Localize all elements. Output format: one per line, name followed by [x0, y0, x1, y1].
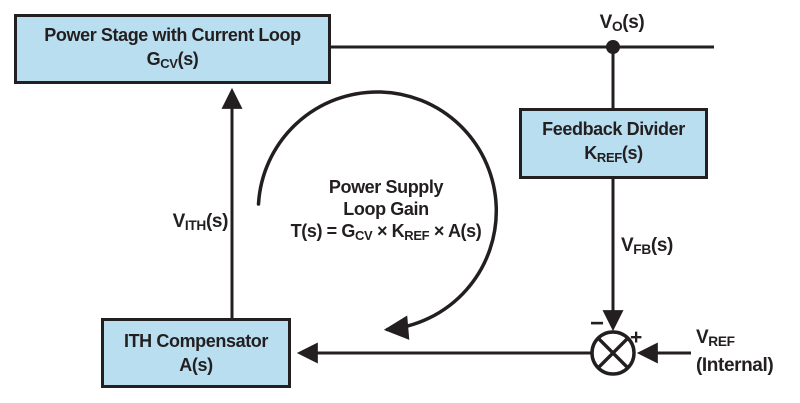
ith-compensator-symbol: A(s) — [179, 355, 213, 375]
plus-sign: + — [630, 326, 643, 349]
vref-symbol: VREF — [696, 327, 735, 349]
feedback-divider-title: Feedback Divider — [542, 119, 685, 140]
loop-gain-annotation: Power Supply Loop Gain T(s) = GCV × KREF… — [291, 176, 482, 247]
loop-gain-formula: T(s) = GCV × KREF × A(s) — [290, 221, 482, 243]
loop-gain-arrow — [256, 90, 498, 340]
vref-label: VREF (Internal) — [696, 326, 774, 378]
vith-label: VITH(s) — [172, 211, 229, 233]
summing-junction-x — [596, 336, 630, 370]
power-stage-title: Power Stage with Current Loop — [44, 24, 301, 45]
power-stage-symbol: GCV(s) — [146, 48, 199, 71]
minus-sign: − — [590, 310, 605, 337]
vfb-label: VFB(s) — [621, 235, 673, 257]
loop-gain-line2: Loop Gain — [343, 199, 429, 219]
summing-junction — [590, 330, 636, 376]
feedback-divider-box: Feedback Divider KREF(s) — [519, 108, 708, 179]
loop-gain-line1: Power Supply — [328, 177, 444, 197]
vo-label: VO(s) — [599, 12, 645, 34]
vref-internal-text: (Internal) — [696, 355, 774, 376]
power-stage-box: Power Stage with Current Loop GCV(s) — [14, 14, 331, 84]
ith-compensator-box: ITH Compensator A(s) — [101, 318, 291, 388]
ith-compensator-title: ITH Compensator — [123, 331, 268, 351]
feedback-divider-symbol: KREF(s) — [584, 143, 643, 165]
